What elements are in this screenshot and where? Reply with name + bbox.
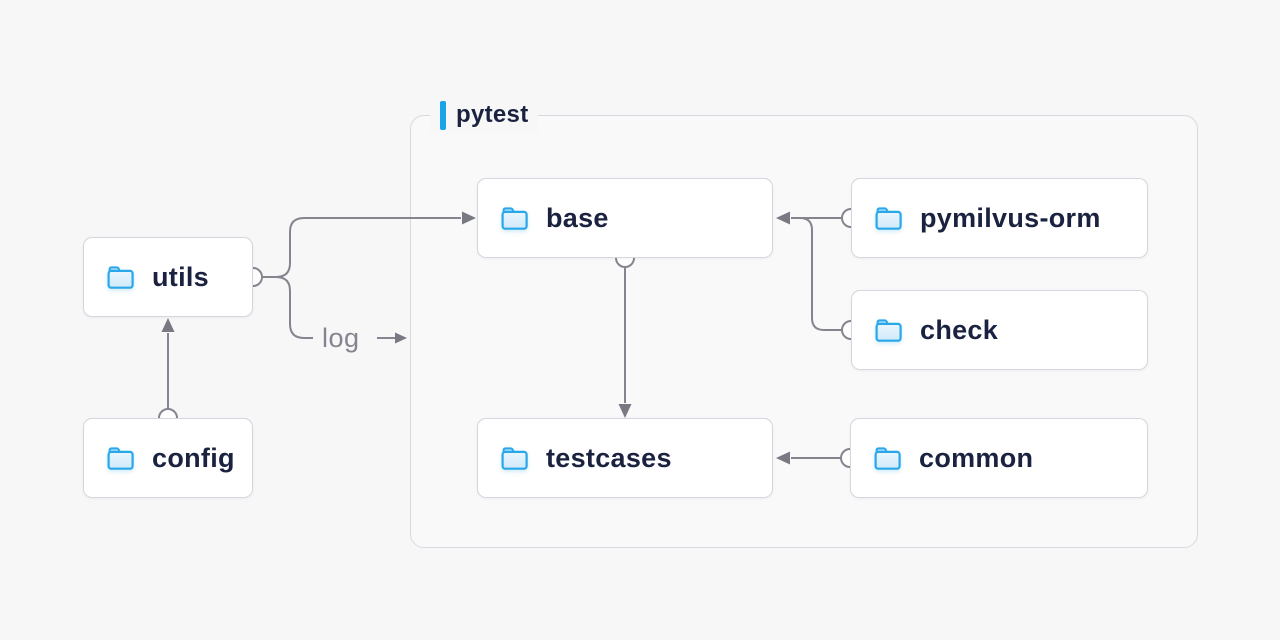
node-utils: utils bbox=[83, 237, 253, 317]
folder-icon bbox=[872, 444, 903, 472]
node-label: testcases bbox=[546, 442, 672, 473]
folder-icon bbox=[873, 204, 904, 232]
node-pymilvus-orm: pymilvus-orm bbox=[851, 178, 1148, 258]
edge-base-testcases bbox=[615, 248, 635, 418]
folder-icon bbox=[873, 316, 904, 344]
arrowhead-icon bbox=[462, 211, 476, 225]
node-common: common bbox=[850, 418, 1148, 498]
node-label: base bbox=[546, 202, 609, 233]
edge-line bbox=[799, 217, 842, 331]
group-accent-bar-icon bbox=[440, 100, 446, 130]
node-label: utils bbox=[152, 261, 210, 292]
edge-config-utils bbox=[158, 318, 178, 428]
node-label: pymilvus-orm bbox=[920, 202, 1101, 233]
group-label-text: pytest bbox=[456, 101, 529, 128]
arrowhead-icon bbox=[618, 404, 632, 418]
edge-common-testcases bbox=[776, 448, 860, 468]
node-config: config bbox=[83, 418, 253, 498]
arrowhead-icon bbox=[395, 332, 407, 344]
node-label: check bbox=[920, 314, 999, 345]
pytest-group-label: pytest bbox=[430, 98, 538, 132]
edge-line bbox=[275, 217, 461, 278]
node-check: check bbox=[851, 290, 1148, 370]
folder-icon bbox=[499, 444, 530, 472]
arrowhead-icon bbox=[161, 318, 175, 332]
folder-icon bbox=[499, 204, 530, 232]
edge-utils-log: log bbox=[275, 276, 407, 353]
folder-icon bbox=[105, 263, 136, 291]
folder-icon bbox=[105, 444, 136, 472]
edge-line bbox=[275, 276, 313, 339]
arrowhead-icon bbox=[776, 451, 790, 465]
edge-label: log bbox=[322, 323, 360, 353]
node-label: common bbox=[919, 442, 1034, 473]
node-base: base bbox=[477, 178, 773, 258]
edge-utils-base bbox=[243, 211, 476, 287]
arrowhead-icon bbox=[776, 211, 790, 225]
edge-pymilvus-orm-base bbox=[776, 208, 861, 228]
node-label: config bbox=[152, 442, 235, 473]
node-testcases: testcases bbox=[477, 418, 773, 498]
